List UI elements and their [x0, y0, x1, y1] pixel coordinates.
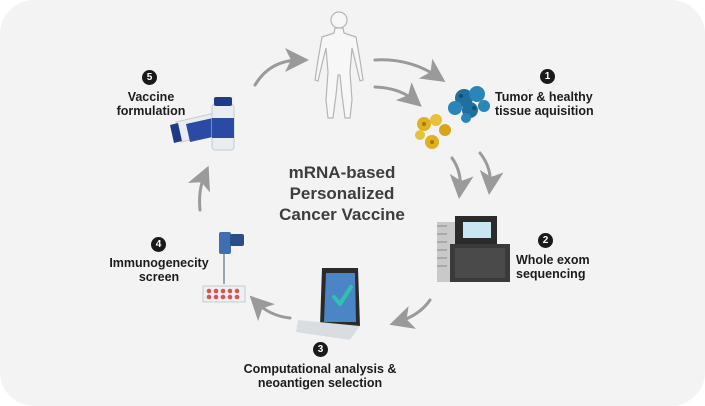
sequencer-machine-icon — [437, 216, 510, 282]
step-5-badge: 5 — [142, 70, 157, 85]
step-4-label: Immunogenecity screen — [106, 256, 212, 284]
step-2-badge: 2 — [538, 233, 553, 248]
step-1-line-1: Tumor & healthy — [495, 90, 593, 104]
human-body-icon — [314, 11, 364, 119]
step-5-label: Vaccine formulation — [113, 90, 189, 118]
step-5-line-2: formulation — [116, 104, 186, 118]
title-line-3: Cancer Vaccine — [279, 205, 405, 224]
step-3-label: Computational analysis & neoantigen sele… — [230, 362, 410, 390]
step-2-line-2: sequencing — [516, 267, 586, 281]
step-3-line-2: neoantigen selection — [257, 376, 383, 390]
step-1-line-2: tissue aquisition — [495, 104, 594, 118]
step-4-badge: 4 — [151, 237, 166, 252]
pipette-plate-icon — [202, 232, 246, 303]
title-line-1: mRNA-based — [288, 163, 396, 182]
diagram-title: mRNA-based Personalized Cancer Vaccine — [262, 162, 422, 225]
step-3-line-1: Computational analysis & — [243, 362, 397, 376]
step-4-line-1: Immunogenecity — [109, 256, 209, 270]
title-line-2: Personalized — [289, 184, 395, 203]
step-2-line-1: Whole exom — [516, 253, 590, 267]
vaccine-vial-icon — [170, 97, 235, 151]
tumor-cells-icon — [415, 86, 490, 149]
step-5-line-1: Vaccine — [127, 90, 175, 104]
cycle-arrows — [187, 48, 504, 329]
laptop-checkmark-icon — [296, 268, 360, 340]
step-2-label: Whole exom sequencing — [516, 253, 590, 281]
step-3-badge: 3 — [313, 342, 328, 357]
step-4-line-2: screen — [138, 270, 180, 284]
step-1-label: Tumor & healthy tissue aquisition — [495, 90, 594, 118]
step-1-badge: 1 — [540, 69, 555, 84]
